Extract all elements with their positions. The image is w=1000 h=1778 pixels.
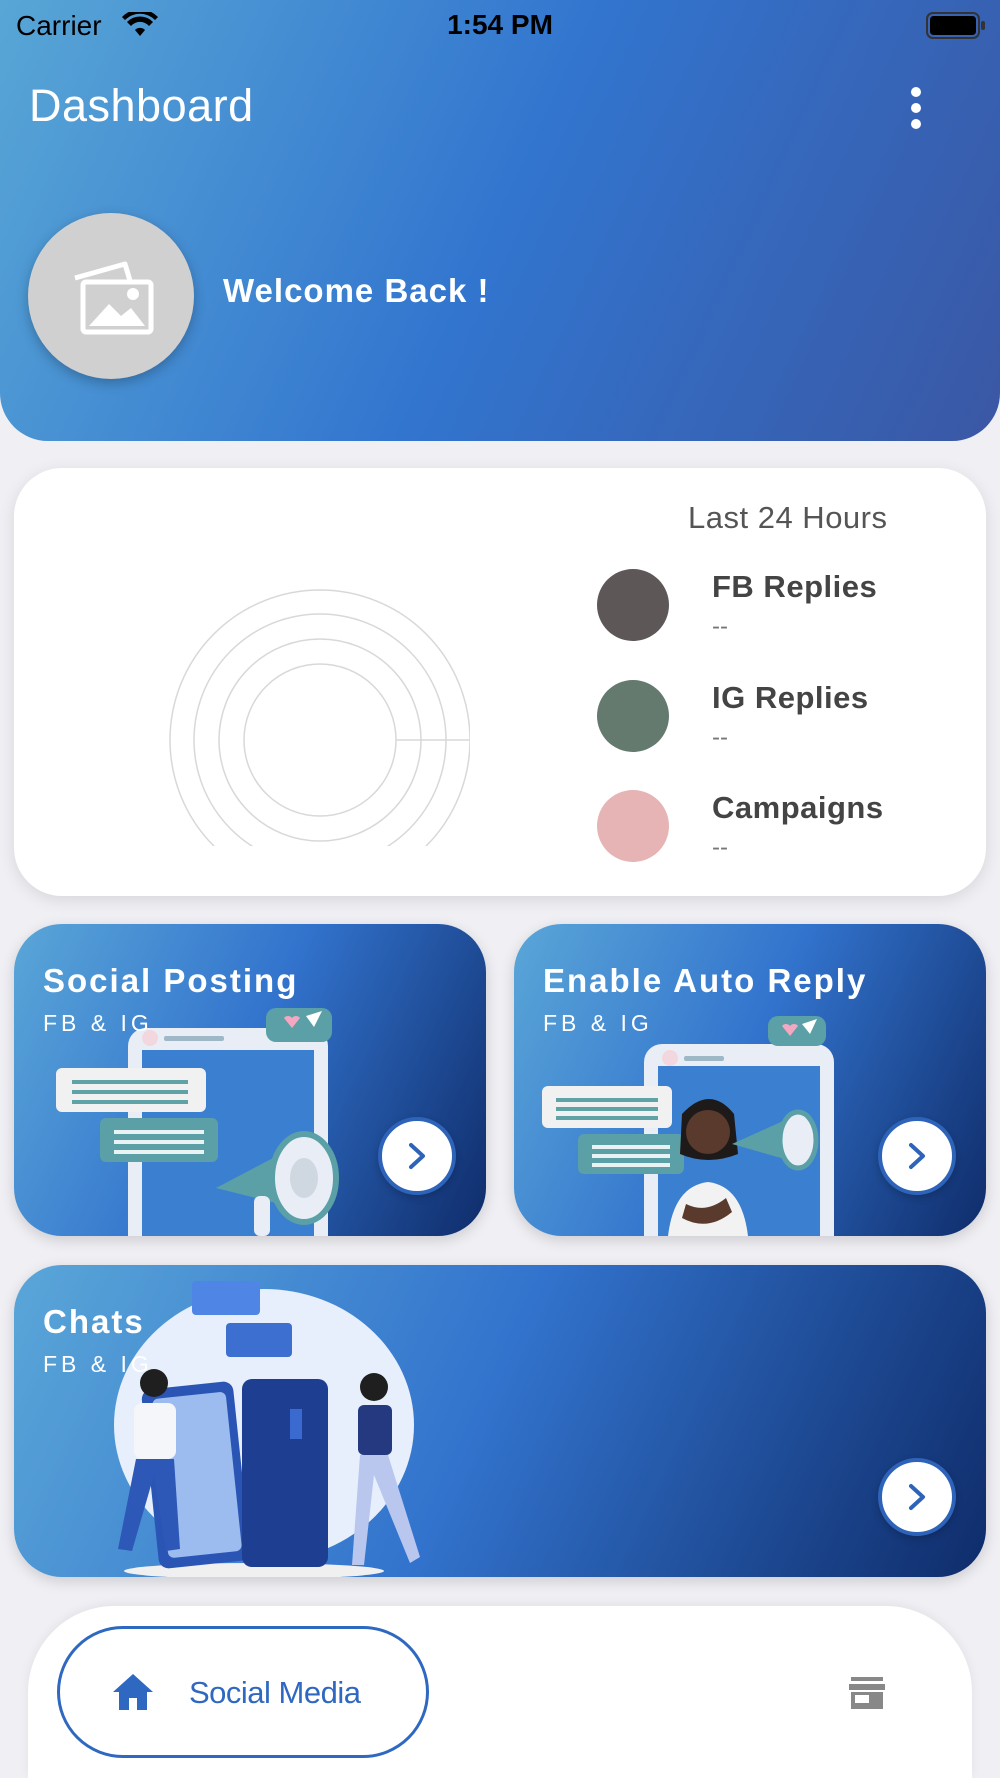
legend-dot <box>597 569 669 641</box>
card-title: Chats <box>43 1303 145 1340</box>
more-options-icon[interactable] <box>896 84 936 132</box>
page-title: Dashboard <box>29 80 254 131</box>
battery-icon <box>926 12 985 39</box>
legend-value: -- <box>712 724 728 751</box>
store-icon[interactable] <box>848 1676 886 1710</box>
header: Carrier 1:54 PM Dashboard Welcome Back ! <box>0 0 1000 441</box>
legend-item-campaigns: Campaigns -- <box>597 790 977 870</box>
auto-reply-open-button[interactable] <box>878 1117 956 1195</box>
social-posting-illustration <box>56 1008 339 1236</box>
social-posting-open-button[interactable] <box>378 1117 456 1195</box>
auto-reply-card[interactable]: Enable Auto Reply FB & IG <box>514 924 986 1236</box>
welcome-message: Welcome Back ! <box>223 272 490 309</box>
legend-dot <box>597 680 669 752</box>
ring-fb-replies <box>193 613 447 846</box>
status-time: 1:54 PM <box>447 9 553 40</box>
image-placeholder-icon <box>74 261 154 335</box>
card-title: Social Posting <box>43 962 299 999</box>
ring-outer <box>169 589 470 846</box>
card-subtitle: FB & IG <box>43 1010 153 1036</box>
wifi-icon <box>122 12 158 36</box>
chevron-right-icon <box>909 1143 925 1169</box>
legend-value: -- <box>712 834 728 861</box>
home-icon <box>113 1674 153 1710</box>
ring-ig-replies <box>218 638 422 842</box>
chevron-right-icon <box>409 1143 425 1169</box>
status-bar: Carrier 1:54 PM <box>0 0 1000 52</box>
ring-campaigns <box>243 663 397 817</box>
card-subtitle: FB & IG <box>543 1010 653 1036</box>
chats-card[interactable]: Chats FB & IG <box>14 1265 986 1577</box>
stats-period-label: Last 24 Hours <box>688 500 888 535</box>
stats-card: Last 24 Hours FB Replies -- IG Replies -… <box>14 468 986 896</box>
nav-tab-social-media[interactable]: Social Media <box>57 1626 429 1758</box>
social-posting-card[interactable]: Social Posting FB & IG <box>14 924 486 1236</box>
nav-tab-label: Social Media <box>189 1675 361 1710</box>
legend-dot <box>597 790 669 862</box>
chats-open-button[interactable] <box>878 1458 956 1536</box>
legend-label: IG Replies <box>712 680 869 715</box>
legend-label: Campaigns <box>712 790 884 825</box>
avatar[interactable] <box>28 213 194 379</box>
card-subtitle: FB & IG <box>43 1351 153 1377</box>
bottom-navigation: Social Media <box>28 1606 972 1778</box>
chevron-right-icon <box>909 1484 925 1510</box>
legend-value: -- <box>712 613 728 640</box>
legend-label: FB Replies <box>712 569 878 604</box>
legend-item-fb-replies: FB Replies -- <box>597 569 977 649</box>
auto-reply-illustration <box>542 1016 834 1236</box>
chats-illustration <box>114 1281 420 1577</box>
carrier-label: Carrier <box>16 10 102 41</box>
activity-rings-chart <box>169 589 470 846</box>
legend-item-ig-replies: IG Replies -- <box>597 680 977 760</box>
card-title: Enable Auto Reply <box>543 962 868 999</box>
